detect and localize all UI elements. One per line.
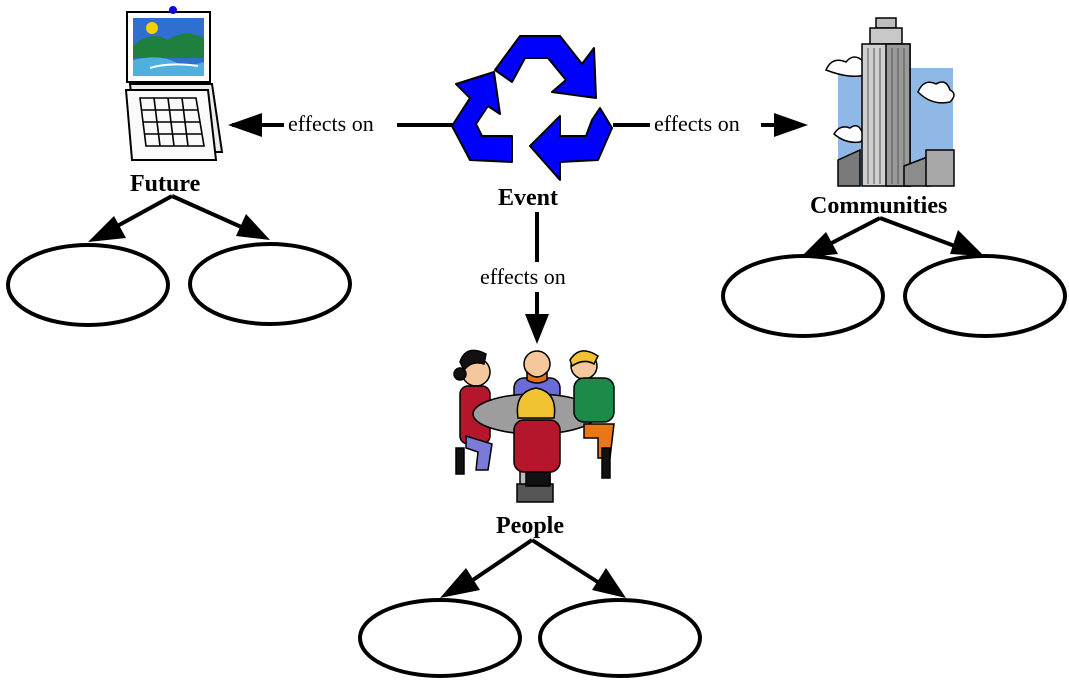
edge-to-communities	[613, 113, 808, 137]
calendar-icon	[124, 6, 224, 161]
edge-to-people	[525, 212, 549, 344]
people-blank-ellipse-left[interactable]	[358, 598, 522, 678]
edge-label-future: effects on	[284, 113, 378, 135]
skyscraper-icon	[825, 17, 955, 187]
future-title: Future	[130, 171, 201, 197]
people-branches	[440, 538, 626, 598]
people-at-table-icon	[453, 349, 615, 503]
edge-label-people: effects on	[476, 266, 570, 288]
edge-to-future	[228, 113, 455, 137]
future-branches	[88, 194, 270, 242]
edge-label-communities: effects on	[650, 113, 744, 135]
people-blank-ellipse-right[interactable]	[538, 598, 702, 678]
event-title: Event	[498, 185, 558, 211]
future-blank-ellipse-right[interactable]	[188, 242, 352, 326]
communities-title: Communities	[810, 193, 948, 219]
communities-branches	[800, 216, 984, 258]
recycle-icon	[451, 35, 613, 181]
future-blank-ellipse-left[interactable]	[6, 243, 170, 327]
communities-blank-ellipse-left[interactable]	[721, 254, 885, 338]
communities-blank-ellipse-right[interactable]	[903, 254, 1067, 338]
people-title: People	[496, 513, 564, 539]
